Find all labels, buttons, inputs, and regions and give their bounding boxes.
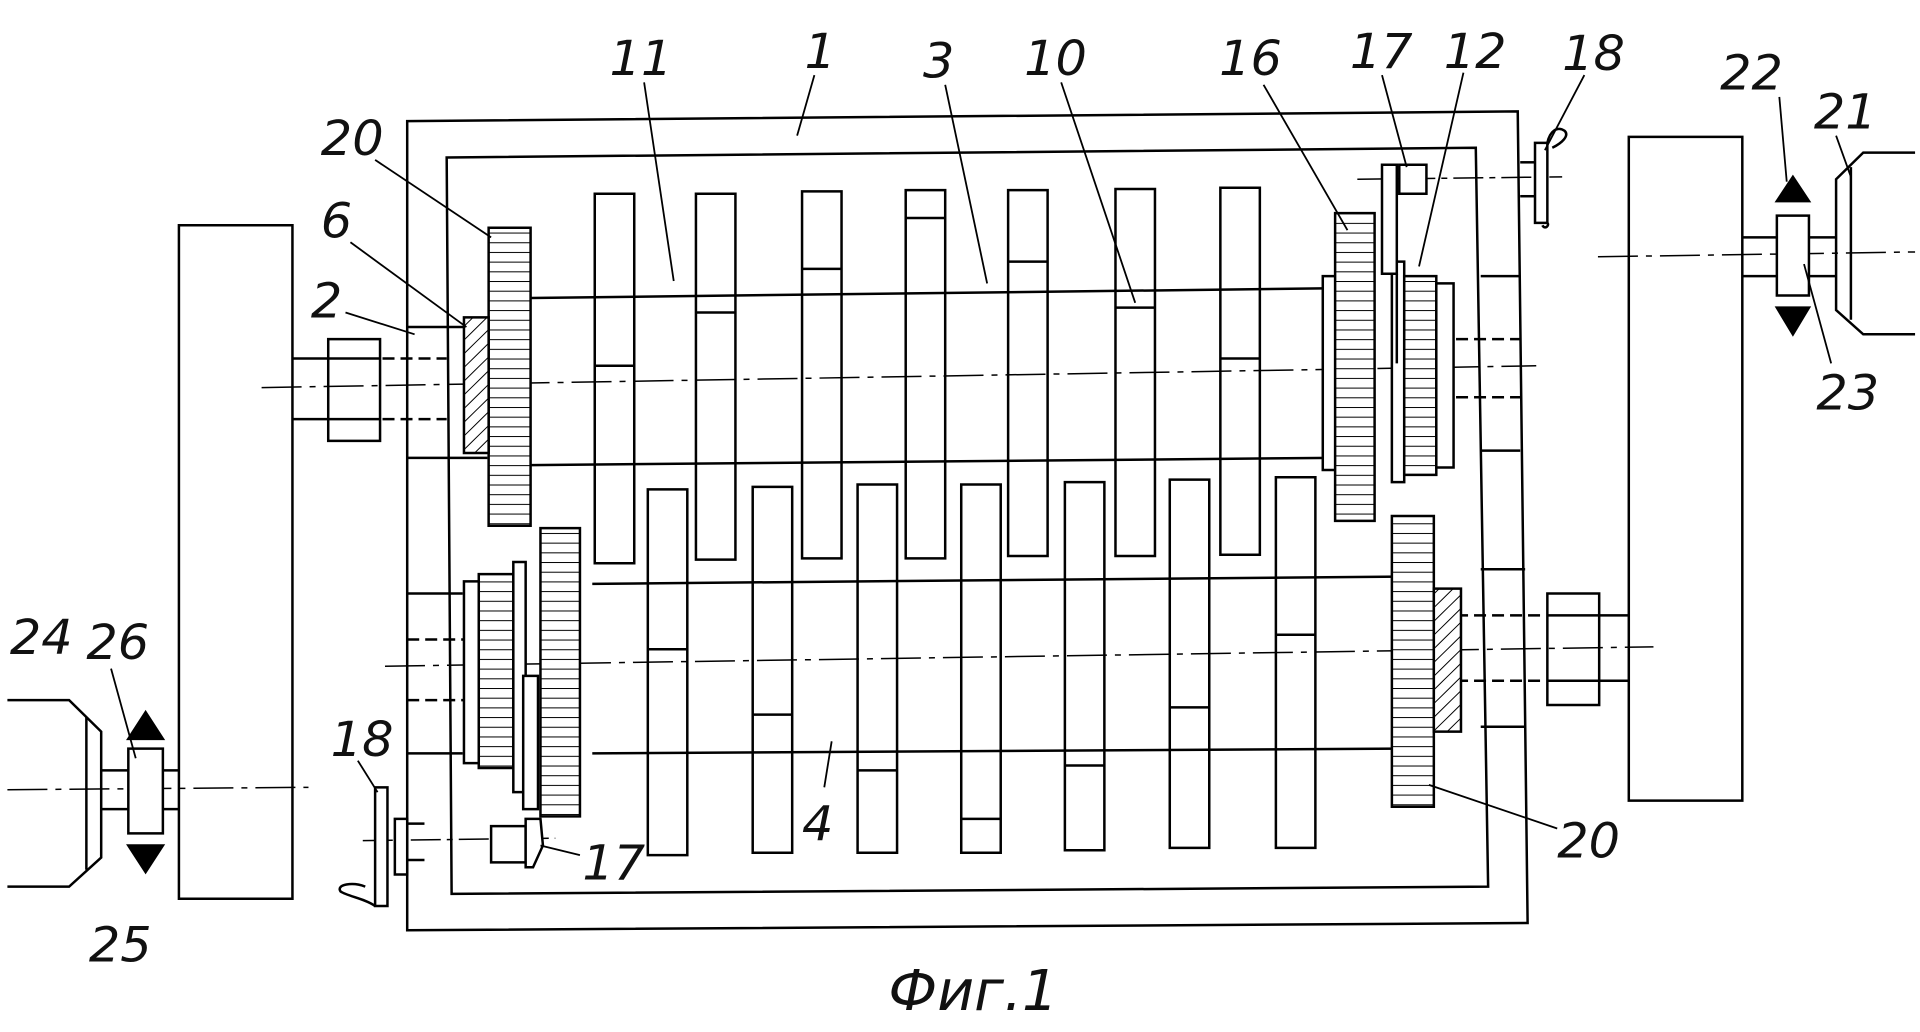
left-brake-element-26 [101,749,179,834]
label-10: 10 [1024,31,1087,87]
right-drive-block [1629,137,1743,801]
label-4: 4 [802,796,833,852]
leader-21 [1836,136,1851,177]
upper-left-hatched-part-6 [464,317,489,453]
left-arrow-down-25 [128,845,163,872]
leader-20-top [375,160,491,238]
label-11: 11 [610,31,673,87]
lower-left-gear [479,574,514,768]
housing-inner [447,148,1488,894]
leader-20-bottom [1429,785,1557,829]
label-23: 23 [1816,365,1879,421]
upper-right-gear-cap [1436,283,1453,467]
right-drive-axis [1598,252,1915,257]
label-3: 3 [923,33,954,89]
label-12: 12 [1444,23,1507,79]
right-motor-21 [1836,153,1915,335]
left-arrow-up [128,712,163,739]
lower-right-coupling [1547,594,1628,705]
label-17-bottom: 17 [582,835,645,891]
leader-26 [111,669,136,759]
label-21: 21 [1814,84,1877,140]
lower-right-gear-20 [1392,516,1434,807]
upper-crank-webs [595,188,1260,563]
label-6: 6 [321,193,352,249]
leader-10 [1061,82,1135,302]
lower-handwheel-18 [340,787,425,906]
leader-16 [1264,85,1348,230]
leader-11 [644,82,674,281]
lower-left-sliding-plate [523,676,538,809]
lower-left-gear-large [540,528,579,816]
leader-23 [1804,264,1831,363]
leader-2 [346,313,415,335]
upper-left-coupling [292,339,380,441]
label-24: 24 [10,610,73,666]
housing-outer [407,111,1527,930]
leader-22 [1779,97,1786,182]
label-26: 26 [86,614,149,670]
leader-12 [1419,73,1463,267]
leader-18-bottom [358,761,378,792]
label-20-bottom: 20 [1557,813,1620,869]
upper-handwheel-18 [1520,129,1566,227]
label-2: 2 [311,273,342,329]
upper-right-gear-16 [1335,213,1374,521]
leader-18-top [1545,75,1584,150]
label-16: 16 [1219,31,1282,87]
label-17-top: 17 [1350,23,1413,79]
label-22: 22 [1720,45,1783,101]
left-drive-block [179,225,293,898]
upper-right-gear-12 [1404,276,1436,475]
figure-caption: Фиг.1 [888,960,1058,1024]
label-18-top: 18 [1562,26,1625,82]
leader-6 [350,242,466,327]
leader-3 [945,85,987,284]
lower-lever-17 [363,819,555,867]
lower-left-gear-hub [464,581,479,763]
lower-crank-webs [648,477,1316,855]
label-1: 1 [805,23,836,79]
leader-1 [797,75,814,136]
lower-right-hatched-part [1434,589,1461,732]
right-arrow-up-22 [1777,177,1809,201]
left-motor-24 [7,700,101,887]
upper-left-gear-20 [489,228,531,526]
leader-17-top [1382,75,1407,167]
label-18-bottom: 18 [331,711,394,767]
label-25: 25 [89,917,152,973]
label-20-top: 20 [321,110,384,166]
right-arrow-down [1777,308,1809,335]
leader-17-bottom [540,845,579,855]
upper-lever-17 [1357,165,1562,364]
leader-4 [824,741,831,787]
right-brake-element-23 [1742,216,1836,296]
upper-shaft [383,276,1521,465]
